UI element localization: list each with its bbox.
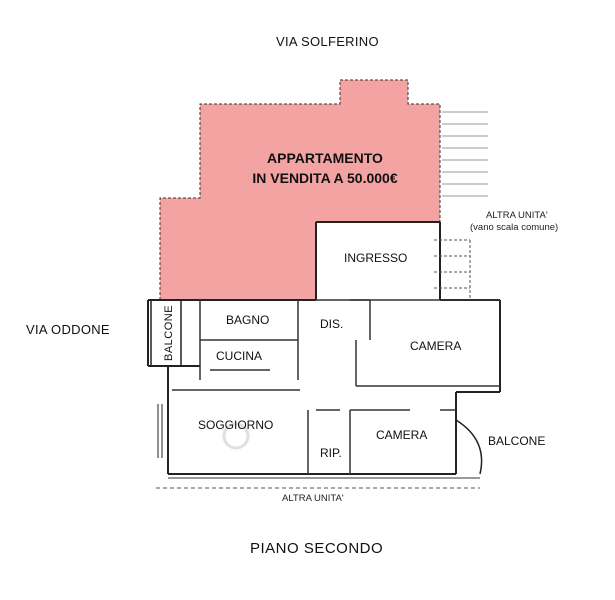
room-dis: DIS. bbox=[320, 317, 344, 331]
street-left: VIA ODDONE bbox=[26, 322, 110, 337]
room-balcone-left: BALCONE bbox=[163, 304, 175, 362]
room-soggiorno: SOGGIORNO bbox=[198, 418, 274, 432]
hatched-wall-topright bbox=[442, 111, 488, 197]
room-ingresso: INGRESSO bbox=[344, 251, 408, 265]
balcone-left-box bbox=[150, 299, 182, 367]
room-balcone-right: BALCONE bbox=[488, 434, 546, 448]
sale-highlight-area bbox=[159, 79, 441, 301]
street-top: VIA SOLFERINO bbox=[276, 34, 379, 49]
altra-unita-bottom: ALTRA UNITA' bbox=[282, 493, 344, 504]
floor-label: PIANO SECONDO bbox=[250, 540, 384, 557]
sale-banner-line1: APPARTAMENTO bbox=[267, 150, 383, 166]
windows-left bbox=[157, 404, 163, 458]
altra-unita-right-1: ALTRA UNITA' bbox=[486, 210, 548, 221]
room-camera-2: CAMERA bbox=[376, 428, 428, 442]
watermark-logo bbox=[222, 422, 250, 450]
room-rip: RIP. bbox=[320, 446, 342, 460]
interior-walls bbox=[172, 299, 500, 474]
altra-unita-right-2: (vano scala comune) bbox=[470, 222, 559, 233]
sale-banner-line2: IN VENDITA A 50.000€ bbox=[252, 170, 398, 186]
balcone-right-arc bbox=[455, 419, 483, 475]
room-bagno: BAGNO bbox=[226, 313, 270, 327]
room-cucina: CUCINA bbox=[216, 349, 263, 363]
stair-dashes bbox=[434, 239, 471, 300]
room-camera-1: CAMERA bbox=[410, 339, 462, 353]
sale-banner: APPARTAMENTO IN VENDITA A 50.000€ bbox=[225, 148, 425, 188]
